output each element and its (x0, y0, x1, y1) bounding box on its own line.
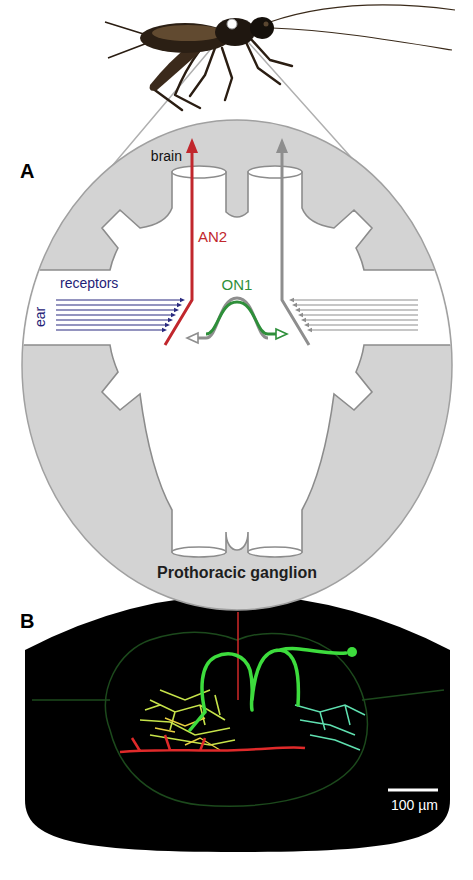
dendrite-field-left-yellow (155, 718, 220, 750)
an2-stain-branches (120, 735, 305, 752)
an2-neuron (165, 150, 192, 345)
connective-end (248, 166, 302, 178)
ganglion-outline (18, 172, 456, 552)
an2-neuron (282, 150, 309, 345)
an2-arrowhead (276, 138, 288, 153)
on1-terminal (187, 333, 198, 343)
label-holder: receptors (60, 274, 118, 292)
neuron-label: ON1 (222, 276, 253, 293)
connective-end (172, 547, 226, 557)
label-holder: AN2 (198, 228, 227, 246)
an2-arrowhead (186, 138, 198, 153)
on1-terminal (276, 329, 287, 339)
target-label: brain (151, 148, 182, 164)
label-holder: Prothoracic ganglion (157, 564, 317, 582)
scale-label: 100 µm (391, 797, 438, 813)
micrograph-ground (25, 595, 450, 852)
dendrite-field-left (140, 690, 235, 745)
on1-soma (347, 647, 357, 657)
connective-end (172, 166, 226, 178)
ganglion-group (18, 138, 456, 557)
cricket-eye (264, 22, 269, 27)
ganglion-position-dot (227, 19, 237, 29)
organ-label: ear (32, 307, 48, 327)
connective-end (248, 547, 302, 557)
on1-neuron (206, 302, 276, 334)
label-holder: B (20, 610, 34, 633)
cricket-head (250, 17, 274, 39)
receptor-fibres (293, 300, 418, 330)
cricket-pronotum (215, 18, 255, 46)
dendrite-field-right (295, 705, 365, 750)
receptor-label: receptors (60, 275, 118, 291)
label-holder: A (20, 160, 34, 183)
receptor-fibres (56, 300, 181, 330)
cricket-wing (152, 25, 224, 41)
cricket-illustration (105, 5, 455, 110)
label-holder: ON1 (222, 276, 253, 294)
structure-label: Prothoracic ganglion (157, 564, 317, 582)
cricket-antenna (270, 5, 455, 50)
panel-letter: A (20, 160, 34, 183)
on1-stain (190, 649, 346, 730)
label-holder: ear (31, 307, 49, 327)
label-holder: brain (151, 147, 182, 165)
label-holder: 100 µm (391, 796, 438, 814)
scale-bar (388, 789, 438, 792)
neuron-label: AN2 (198, 228, 227, 245)
panel-letter: B (20, 610, 34, 633)
